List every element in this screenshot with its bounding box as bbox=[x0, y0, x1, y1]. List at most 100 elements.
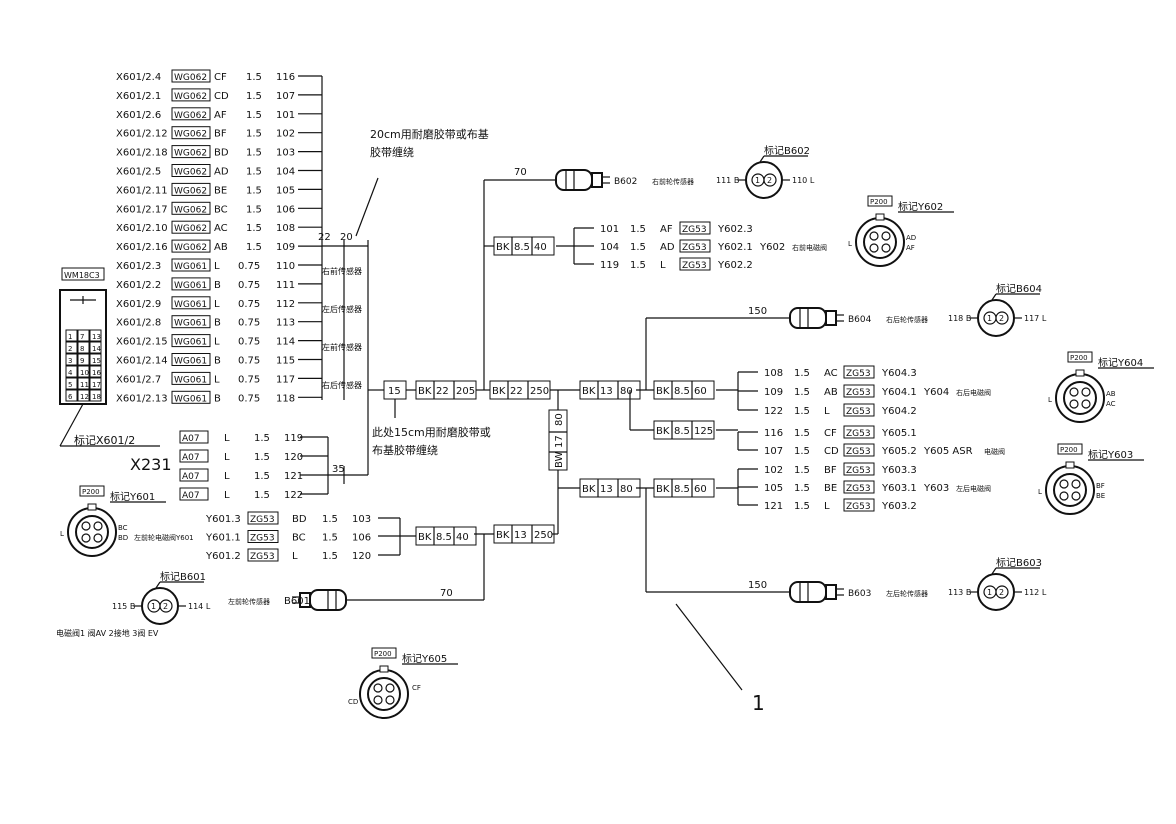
valve-pin bbox=[81, 521, 91, 531]
connector-pin-number: 16 bbox=[92, 369, 101, 377]
wire-code: WG062 bbox=[174, 168, 207, 178]
splice-label: 15 bbox=[388, 386, 401, 397]
wire-gauge: 0.75 bbox=[238, 356, 260, 367]
wire-terminal: X601/2.4 bbox=[116, 72, 161, 83]
wire-color: L bbox=[214, 374, 220, 385]
valve-type-box bbox=[1057, 443, 1083, 455]
wire-color: BF bbox=[214, 129, 227, 140]
valve-pin bbox=[881, 243, 891, 253]
wire-code: ZG53 bbox=[846, 407, 871, 417]
connector-pin bbox=[65, 341, 78, 354]
plug-tag-line bbox=[991, 567, 997, 575]
splice-length: 80 bbox=[620, 386, 633, 397]
b601-text: 左前轮传感器 bbox=[228, 597, 270, 606]
valve-pin bbox=[373, 683, 383, 693]
wire-code-box bbox=[171, 201, 211, 215]
valve-key bbox=[379, 665, 389, 673]
wire-terminal: X601/2.18 bbox=[116, 148, 168, 159]
wire-number: 105 bbox=[276, 185, 295, 196]
valve-pin bbox=[385, 683, 395, 693]
splice-type: BK bbox=[496, 242, 510, 253]
splice-type: 80 bbox=[554, 413, 565, 426]
splice-type: BK bbox=[492, 386, 506, 397]
plug-head bbox=[825, 584, 837, 600]
callout-line bbox=[675, 603, 743, 691]
wire-code-box bbox=[171, 126, 211, 140]
wire-number: 119 bbox=[284, 433, 303, 444]
splice-type: BK bbox=[656, 386, 670, 397]
wire-terminal: X601/2.10 bbox=[116, 223, 168, 234]
plug-name: B602 bbox=[614, 177, 637, 187]
splice-type: BK bbox=[582, 484, 596, 495]
splice-diameter: 22 bbox=[510, 386, 523, 397]
wire-code: WG062 bbox=[174, 186, 207, 196]
valve-name: Y603 bbox=[923, 483, 949, 494]
wire-gauge: 0.75 bbox=[238, 299, 260, 310]
wire-code-box bbox=[843, 403, 875, 417]
wire-code: WG062 bbox=[174, 111, 207, 121]
wire-number: 105 bbox=[764, 483, 783, 494]
valve-pin bbox=[1069, 387, 1079, 397]
wire-code-box bbox=[171, 258, 211, 272]
wire-gauge: 1.5 bbox=[794, 446, 810, 457]
wire-color: L bbox=[224, 452, 230, 463]
wire-color: CD bbox=[214, 91, 229, 102]
valve-pin-label: BF bbox=[1096, 482, 1105, 490]
valve-type: P200 bbox=[870, 198, 888, 206]
splice-diameter: 8.5 bbox=[674, 484, 690, 495]
wire-code-box bbox=[171, 164, 211, 177]
wire-color: BE bbox=[824, 483, 837, 494]
length-label: 20 bbox=[340, 232, 353, 243]
callout-number: 1 bbox=[752, 691, 765, 715]
valve-inner bbox=[1063, 381, 1097, 415]
valve-pin-label: L bbox=[60, 530, 64, 538]
wire-color: L bbox=[292, 551, 298, 562]
wire-color: L bbox=[224, 433, 230, 444]
wire-number: 109 bbox=[764, 387, 783, 398]
wire-color: B bbox=[214, 280, 221, 291]
plug-pin-2 bbox=[159, 599, 173, 613]
splice-length: 250 bbox=[534, 530, 553, 541]
wire-code-box bbox=[679, 239, 711, 253]
wire-color: AC bbox=[824, 368, 838, 379]
wire-code-box bbox=[679, 257, 711, 271]
wire-number: 113 bbox=[276, 318, 295, 329]
valve-tag: 标记Y601 bbox=[110, 491, 155, 503]
wire-terminal: Y602.1 bbox=[717, 242, 753, 253]
wire-terminal: X601/2.11 bbox=[116, 185, 168, 196]
wire-color: L bbox=[824, 406, 830, 417]
valve-pin-label: CD bbox=[348, 698, 358, 706]
wire-color: BD bbox=[292, 514, 307, 525]
note-20cm: 20cm用耐磨胶带或布基 bbox=[370, 127, 489, 141]
splice-type: BK bbox=[656, 426, 670, 437]
wire-terminal: X601/2.7 bbox=[116, 374, 161, 385]
wire-number: 119 bbox=[600, 260, 619, 271]
valve-pin-label: L bbox=[1038, 488, 1042, 496]
plug-left-pin: 118 B bbox=[948, 314, 971, 323]
plug-right-pin: 112 L bbox=[1024, 588, 1047, 597]
wire-code: WG061 bbox=[174, 357, 207, 367]
wire-gauge: 1.5 bbox=[630, 242, 646, 253]
wire-number: 104 bbox=[276, 167, 295, 178]
valve-name: Y604 bbox=[923, 387, 949, 398]
wire-terminal: Y603.1 bbox=[881, 483, 917, 494]
wire-number: 118 bbox=[276, 393, 295, 404]
wire-number: 120 bbox=[284, 452, 303, 463]
valve-type: P200 bbox=[374, 650, 392, 658]
wire-gauge: 0.75 bbox=[238, 374, 260, 385]
wire-gauge: 0.75 bbox=[238, 318, 260, 329]
connector-pin bbox=[65, 377, 78, 390]
valve-pin bbox=[1081, 399, 1091, 409]
plug-tag-line bbox=[759, 155, 765, 163]
wire-code: ZG53 bbox=[846, 447, 871, 457]
wire-color: AF bbox=[660, 224, 673, 235]
connector-pin-number: 10 bbox=[80, 369, 89, 377]
wire-code-box bbox=[171, 371, 211, 385]
wire-code-box bbox=[171, 220, 211, 234]
plug-head bbox=[299, 592, 311, 608]
splice-diameter: 8.5 bbox=[436, 532, 452, 543]
wire-code: WG061 bbox=[174, 338, 207, 348]
